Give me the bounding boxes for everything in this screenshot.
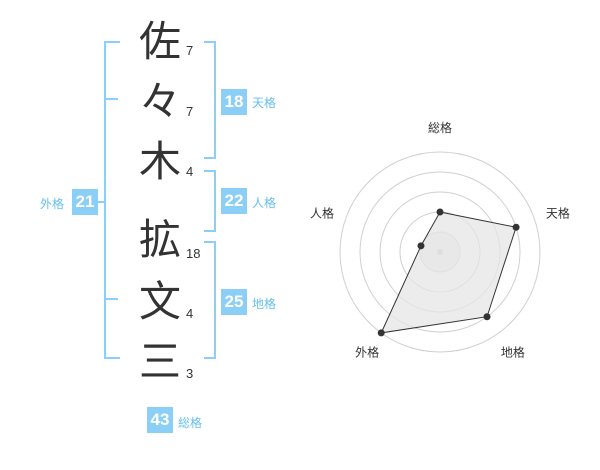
soukaku-label: 総格 bbox=[178, 416, 203, 430]
jinkaku-bracket bbox=[204, 170, 216, 232]
radar-area bbox=[380, 211, 517, 334]
chikaku-bracket bbox=[204, 241, 216, 359]
stroke-count-4: 18 bbox=[186, 246, 201, 261]
gaikaku-connector bbox=[96, 201, 106, 203]
name-char-4: 拡 bbox=[138, 215, 181, 264]
gaikaku-bracket bbox=[104, 41, 120, 359]
stroke-count-6: 3 bbox=[186, 366, 194, 381]
radar-axis-label-0: 総格 bbox=[428, 120, 452, 135]
radar-point-4 bbox=[417, 242, 425, 250]
radar-axis-label-2: 地格 bbox=[501, 344, 525, 359]
soukaku-value: 43 bbox=[147, 407, 173, 433]
tenkaku-bracket bbox=[204, 41, 216, 159]
radar-axis-label-4: 人格 bbox=[310, 206, 334, 221]
bracket-tick bbox=[104, 98, 118, 100]
radar-axis-label-3: 外格 bbox=[355, 344, 379, 359]
chikaku-value: 25 bbox=[221, 289, 247, 315]
gaikaku-value: 21 bbox=[72, 189, 98, 215]
radar-point-0 bbox=[436, 208, 444, 216]
name-char-3: 木 bbox=[138, 137, 181, 186]
tenkaku-label: 天格 bbox=[252, 96, 277, 110]
radar-ring bbox=[339, 151, 541, 353]
tenkaku-value: 18 bbox=[221, 89, 247, 115]
radar-point-2 bbox=[483, 313, 491, 321]
radar-point-1 bbox=[512, 223, 520, 231]
radar-ring bbox=[359, 171, 521, 333]
stroke-count-1: 7 bbox=[186, 43, 194, 58]
jinkaku-label: 人格 bbox=[252, 196, 277, 210]
stroke-count-2: 7 bbox=[186, 104, 194, 119]
radar-axis-label-1: 天格 bbox=[546, 206, 570, 221]
jinkaku-value: 22 bbox=[221, 188, 247, 214]
stroke-count-3: 4 bbox=[186, 164, 194, 179]
stroke-count-5: 4 bbox=[186, 306, 194, 321]
bracket-tick bbox=[104, 298, 118, 300]
radar-point-3 bbox=[377, 329, 385, 337]
name-char-6: 三 bbox=[138, 337, 181, 386]
chikaku-label: 地格 bbox=[252, 297, 277, 311]
gaikaku-label: 外格 bbox=[40, 197, 65, 211]
name-char-2: 々 bbox=[138, 77, 181, 126]
name-char-5: 文 bbox=[138, 277, 181, 326]
name-char-1: 佐 bbox=[138, 17, 181, 66]
